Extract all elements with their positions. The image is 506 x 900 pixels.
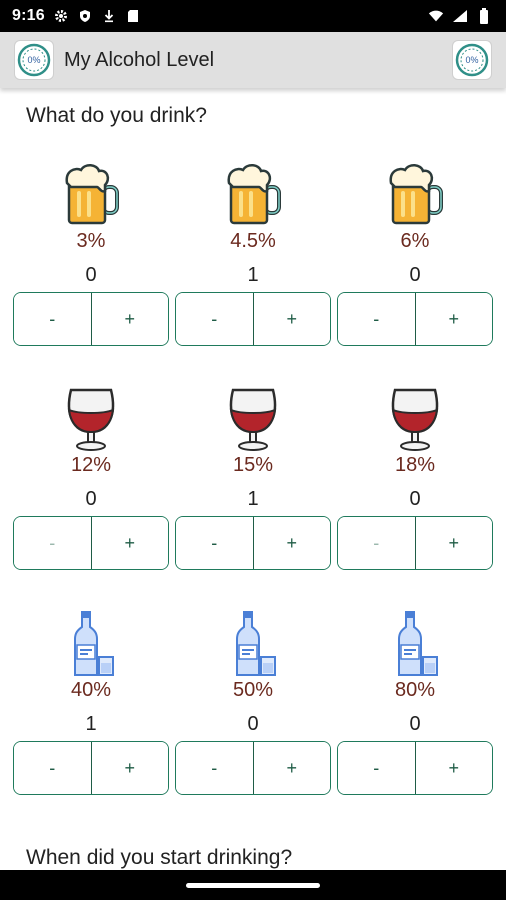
quantity-stepper: -+ — [13, 741, 169, 795]
decrement-button[interactable]: - — [176, 293, 254, 345]
increment-button[interactable]: + — [253, 742, 330, 794]
beer-icon — [385, 160, 445, 228]
quantity-stepper: -+ — [175, 741, 331, 795]
drink-cell-spirit: 50% 0 -+ — [175, 609, 331, 809]
drink-percent: 50% — [232, 679, 274, 701]
drink-cell-spirit: 80% 0 -+ — [337, 609, 493, 809]
app-title: My Alcohol Level — [64, 48, 215, 71]
shield-icon — [77, 8, 93, 24]
spirit-icon — [61, 609, 121, 677]
drink-count: 0 — [409, 264, 421, 286]
signal-icon — [452, 8, 468, 24]
drink-cell-wine: 12% 0 -+ — [13, 384, 169, 584]
settings-icon — [53, 8, 69, 24]
svg-text:0%: 0% — [465, 55, 478, 65]
drink-percent: 80% — [394, 679, 436, 701]
drink-count: 1 — [247, 264, 259, 286]
beer-icon — [223, 160, 283, 228]
drink-cell-beer: 3% 0 -+ — [13, 160, 169, 360]
quantity-stepper: -+ — [13, 516, 169, 570]
increment-button[interactable]: + — [415, 517, 492, 569]
drink-cell-wine: 18% 0 -+ — [337, 384, 493, 584]
app-bar: 0% My Alcohol Level 0% — [0, 32, 506, 88]
decrement-button[interactable]: - — [14, 742, 92, 794]
quantity-stepper: -+ — [337, 741, 493, 795]
increment-button[interactable]: + — [91, 742, 168, 794]
download-icon — [101, 8, 117, 24]
wine-icon — [385, 384, 445, 452]
wine-icon — [61, 384, 121, 452]
drink-count: 1 — [247, 488, 259, 510]
decrement-button[interactable]: - — [14, 293, 92, 345]
spirit-icon — [385, 609, 445, 677]
drink-cell-beer: 6% 0 -+ — [337, 160, 493, 360]
drink-count: 0 — [409, 713, 421, 735]
quantity-stepper: -+ — [13, 292, 169, 346]
battery-icon — [476, 8, 492, 24]
drink-question: What do you drink? — [26, 104, 207, 127]
drink-percent: 15% — [232, 454, 274, 476]
increment-button[interactable]: + — [91, 293, 168, 345]
drink-percent: 4.5% — [230, 230, 276, 252]
drink-count: 0 — [85, 264, 97, 286]
drink-percent: 12% — [70, 454, 112, 476]
quantity-stepper: -+ — [337, 292, 493, 346]
quantity-stepper: -+ — [175, 292, 331, 346]
drink-percent: 40% — [70, 679, 112, 701]
start-question: When did you start drinking? — [26, 846, 293, 869]
drink-percent: 18% — [394, 454, 436, 476]
quantity-stepper: -+ — [175, 516, 331, 570]
decrement-button[interactable]: - — [338, 517, 416, 569]
increment-button[interactable]: + — [91, 517, 168, 569]
increment-button[interactable]: + — [253, 517, 330, 569]
navigation-bar — [0, 870, 506, 900]
drink-percent: 6% — [400, 230, 430, 252]
increment-button[interactable]: + — [415, 742, 492, 794]
home-handle[interactable] — [186, 882, 320, 888]
level-indicator-button[interactable]: 0% — [452, 40, 492, 80]
status-right — [428, 8, 492, 24]
status-bar: 9:16 — [0, 0, 506, 32]
quantity-stepper: -+ — [337, 516, 493, 570]
beer-icon — [61, 160, 121, 228]
wine-icon — [223, 384, 283, 452]
decrement-button[interactable]: - — [14, 517, 92, 569]
decrement-button[interactable]: - — [176, 517, 254, 569]
status-left: 9:16 — [12, 7, 141, 25]
spirit-icon — [223, 609, 283, 677]
app-logo-icon: 0% — [14, 40, 54, 80]
decrement-button[interactable]: - — [176, 742, 254, 794]
increment-button[interactable]: + — [253, 293, 330, 345]
sd-card-icon — [125, 8, 141, 24]
drink-count: 0 — [409, 488, 421, 510]
drink-percent: 3% — [76, 230, 106, 252]
drink-count: 1 — [85, 713, 97, 735]
drink-count: 0 — [247, 713, 259, 735]
content: What do you drink? 3%0-+ 4.5%1-+ 6%0-+ — [0, 88, 506, 870]
drink-cell-spirit: 40% 1 -+ — [13, 609, 169, 809]
drink-cell-beer: 4.5% 1 -+ — [175, 160, 331, 360]
drink-cell-wine: 15% 1 -+ — [175, 384, 331, 584]
svg-text:0%: 0% — [27, 55, 40, 65]
wifi-icon — [428, 8, 444, 24]
status-time: 9:16 — [12, 7, 45, 24]
decrement-button[interactable]: - — [338, 293, 416, 345]
drink-count: 0 — [85, 488, 97, 510]
increment-button[interactable]: + — [415, 293, 492, 345]
decrement-button[interactable]: - — [338, 742, 416, 794]
